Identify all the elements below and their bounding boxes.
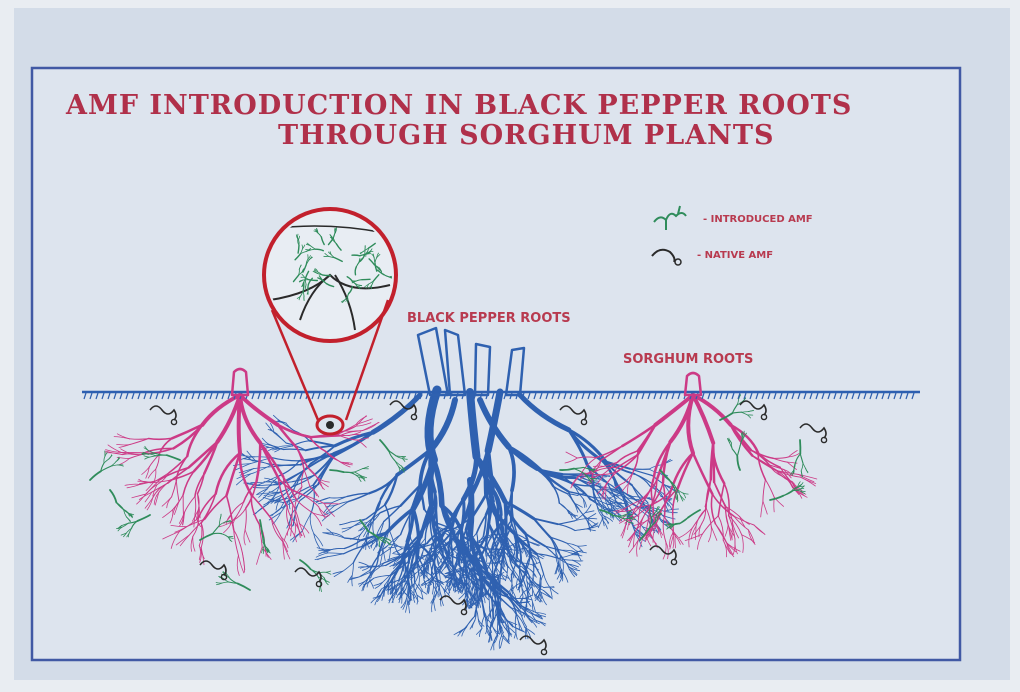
legend-introduced-amf-label: - INTRODUCED AMF [703, 214, 813, 225]
black-pepper-roots-label: BLACK PEPPER ROOTS [407, 311, 571, 326]
sorghum-roots-label: SORGHUM ROOTS [623, 352, 753, 367]
legend-native-amf-label: - NATIVE AMF [697, 250, 773, 261]
poster-frame [32, 68, 960, 660]
title-line-2: THROUGH SORGHUM PLANTS [278, 120, 774, 151]
title-line-1: AMF INTRODUCTION IN BLACK PEPPER ROOTS [66, 90, 852, 121]
